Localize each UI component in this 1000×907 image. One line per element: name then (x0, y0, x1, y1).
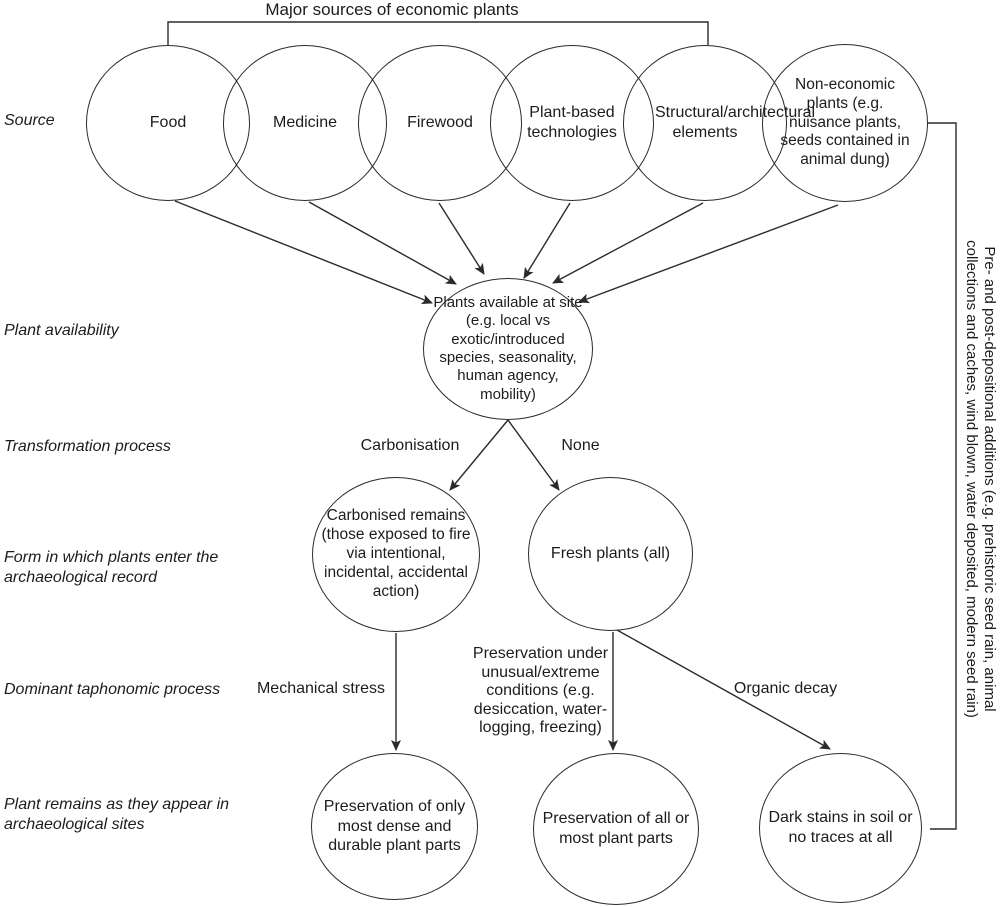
node-fresh-label: Fresh plants (all) (550, 545, 671, 563)
edge-label-organic-decay: Organic decay (733, 680, 838, 697)
arrow-structural-to-plants-available (552, 202, 704, 284)
node-structural-label: Structural/architectural elements (655, 104, 816, 141)
stage-label-form: Form in which plants enter the archaeolo… (4, 548, 218, 588)
arrow-none-branch (507, 419, 560, 491)
arrow-organic-decay (616, 629, 831, 750)
node-all-parts-label: Preservation of all or most plant parts (542, 810, 690, 847)
node-food-label: Food (149, 114, 187, 132)
node-plants-available-label: Plants available at site (e.g. local vs … (433, 294, 583, 403)
stage-label-taphonomic: Dominant taphonomic process (4, 681, 221, 698)
node-carbonised-label: Carbonised remains (those exposed to fir… (321, 507, 471, 600)
node-non-economic-label: Non-economic plants (e.g. nuisance plant… (780, 75, 910, 169)
edge-label-mechanical-stress: Mechanical stress (256, 680, 386, 697)
stage-label-source: Source (4, 112, 55, 129)
stage-label-remains: Plant remains as they appear in archaeol… (4, 795, 229, 835)
node-carbonised: Carbonised remains (those exposed to fir… (312, 477, 480, 632)
side-note-line1: Pre- and post-depositional additions (e.… (981, 246, 998, 712)
bracket-major-sources (167, 21, 709, 45)
arrow-carbonisation-branch (449, 419, 509, 491)
node-dense-parts: Preservation of only most dense and dura… (311, 753, 478, 900)
edge-label-carbonisation: Carbonisation (360, 437, 460, 454)
node-firewood-label: Firewood (407, 114, 473, 132)
node-plant-technologies-label: Plant-based technologies (527, 104, 617, 141)
node-dark-stains: Dark stains in soil or no traces at all (759, 753, 922, 903)
node-medicine-label: Medicine (272, 114, 338, 132)
arrow-firewood-to-plants-available (438, 202, 485, 275)
edge-label-none: None (561, 437, 600, 454)
stage-label-remains-line1: Plant remains as they appear in (4, 796, 230, 813)
stage-label-remains-line2: archaeological sites (4, 816, 145, 833)
stage-label-plant-availability: Plant availability (4, 322, 119, 339)
node-dense-parts-label: Preservation of only most dense and dura… (323, 798, 466, 855)
node-plant-technologies: Plant-based technologies (490, 45, 654, 201)
bracket-depositional-additions (927, 122, 957, 830)
arrow-food-to-plants-available (174, 200, 433, 304)
arrow-plant-technologies-to-plants-available (523, 202, 571, 279)
diagram-title: Major sources of economic plants (265, 0, 519, 19)
stage-label-form-line1: Form in which plants enter the (4, 549, 219, 566)
stage-label-transformation-process: Transformation process (4, 438, 171, 455)
node-plants-available: Plants available at site (e.g. local vs … (423, 278, 593, 420)
edge-label-preservation-under: Preservation under unusual/extreme condi… (472, 645, 609, 736)
arrow-non-economic-to-plants-available (578, 204, 839, 304)
arrow-medicine-to-plants-available (308, 201, 457, 285)
node-non-economic: Non-economic plants (e.g. nuisance plant… (762, 44, 928, 202)
stage-label-form-line2: archaeological record (4, 569, 157, 586)
node-dark-stains-label: Dark stains in soil or no traces at all (768, 809, 913, 846)
side-note-line2: collections and caches, wind blown, wate… (963, 240, 980, 718)
node-all-parts: Preservation of all or most plant parts (533, 753, 699, 905)
side-note-depositional-additions: Pre- and post-depositional additions (e.… (962, 229, 998, 729)
node-fresh: Fresh plants (all) (528, 477, 693, 631)
